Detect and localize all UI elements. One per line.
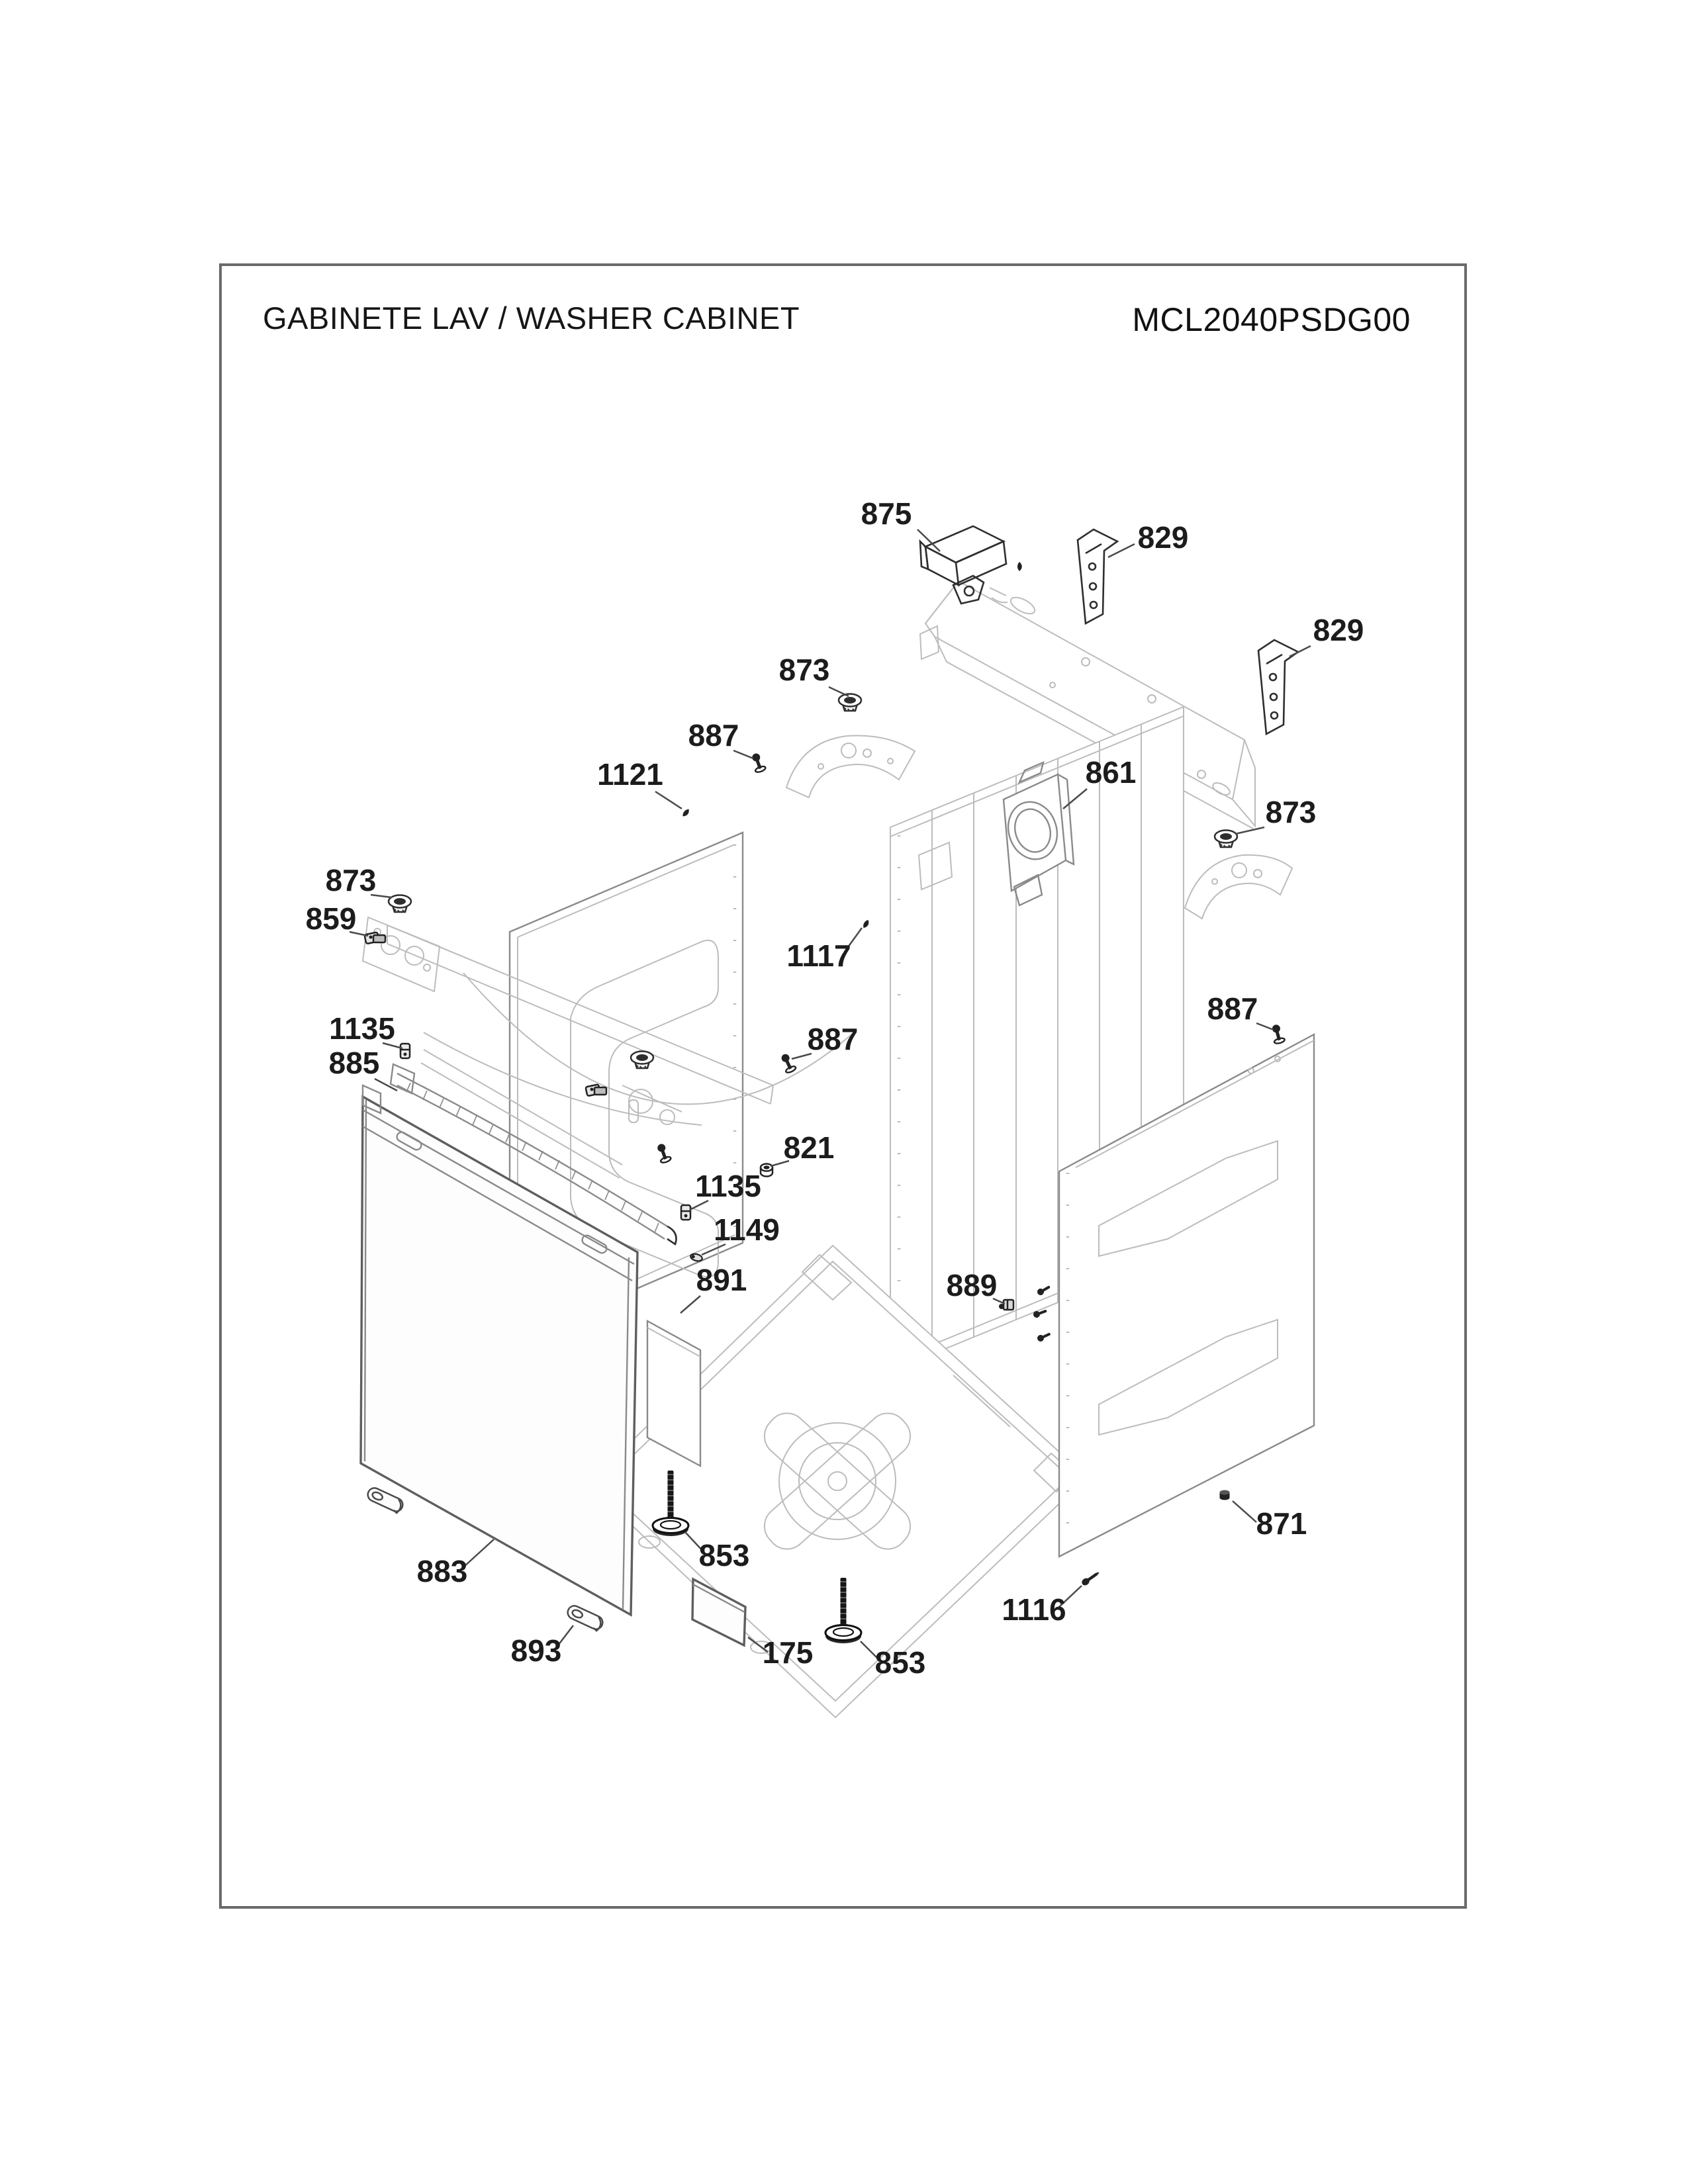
grommet-glyph (387, 894, 412, 913)
grommet-glyph (837, 693, 863, 712)
leader-line-885 (374, 1077, 398, 1092)
callout-layer: 875 829 873 829 887 1121 861 873 1117 873 859 887 11… (306, 496, 1364, 1680)
front-panel (359, 1084, 639, 1617)
leader-line-873 (828, 686, 849, 698)
dot-glyph (1017, 562, 1022, 571)
clip-glyph (680, 1204, 692, 1221)
screw-glyph (778, 1051, 798, 1075)
corner-brace-left (785, 735, 916, 799)
leader-line-821 (770, 1160, 790, 1167)
screwS-glyph (1036, 1330, 1052, 1343)
screw-glyph (749, 751, 767, 774)
leader-line-1117 (843, 927, 863, 952)
part-callout-893: 893 (511, 1633, 562, 1668)
leader-line-1121 (655, 790, 682, 810)
clip859-glyph (363, 931, 387, 945)
page-border (219, 263, 1467, 1909)
part-callout-887: 887 (1207, 991, 1258, 1026)
screw-glyph (1269, 1023, 1286, 1046)
part-callout-873: 873 (1266, 795, 1317, 829)
bracket-829-left (1076, 528, 1119, 625)
leader-line-1135 (382, 1042, 403, 1050)
part-callout-859: 859 (306, 901, 357, 936)
leader-line-891 (680, 1295, 701, 1314)
model-number: MCL2040PSDG00 (1132, 301, 1411, 338)
leader-line-859 (349, 931, 369, 937)
leader-line-893 (555, 1625, 574, 1649)
leader-line-829 (1107, 543, 1135, 559)
part-callout-1117: 1117 (786, 938, 851, 973)
part-callout-873: 873 (779, 653, 830, 687)
part-callout-871: 871 (1256, 1506, 1307, 1541)
part-callout-885: 885 (329, 1046, 380, 1080)
dot-glyph (861, 919, 870, 929)
dot-glyph (681, 807, 691, 818)
leader-line-873 (370, 893, 393, 899)
part-callout-883: 883 (417, 1554, 468, 1588)
part-callout-875: 875 (861, 496, 912, 531)
nut871-glyph (1219, 1490, 1230, 1500)
leader-line-853 (860, 1641, 881, 1662)
air-duct-861 (1002, 760, 1075, 907)
leader-line-1149 (701, 1243, 726, 1256)
leader-line-875 (917, 529, 941, 552)
part-callout-829: 829 (1138, 520, 1189, 555)
leader-line-873 (1235, 826, 1265, 835)
part-callout-175: 175 (763, 1635, 814, 1670)
part-callout-873: 873 (326, 863, 377, 897)
control-shield-875 (919, 525, 1008, 605)
part-callout-1121: 1121 (597, 757, 663, 792)
leader-line-175 (747, 1636, 769, 1653)
part-callout-1116: 1116 (1002, 1592, 1066, 1627)
screw1116-glyph (1080, 1569, 1102, 1587)
leader-line-853 (685, 1532, 705, 1553)
page-title: GABINETE LAV / WASHER CABINET (263, 300, 800, 336)
leader-line-887 (1256, 1022, 1274, 1031)
part-callout-821: 821 (784, 1130, 835, 1165)
part-callout-887: 887 (688, 718, 739, 752)
part-callout-853: 853 (875, 1645, 926, 1680)
corner-brace-right (1184, 854, 1293, 920)
leader-line-829 (1289, 645, 1311, 658)
part-callout-889: 889 (947, 1268, 998, 1302)
leader-line-887 (791, 1052, 812, 1060)
part-callout-891: 891 (696, 1263, 747, 1297)
bracket-829-right (1257, 639, 1300, 736)
part-callout-829: 829 (1313, 613, 1364, 647)
leader-line-1135 (689, 1199, 709, 1211)
pad-175 (691, 1577, 747, 1647)
leader-line-887 (733, 749, 754, 760)
leader-line-889 (992, 1297, 1006, 1305)
grommet-glyph (1213, 829, 1239, 848)
leader-line-1116 (1058, 1585, 1082, 1608)
leader-line-871 (1232, 1500, 1257, 1523)
leader-line-883 (463, 1539, 494, 1568)
trim-strip-885 (389, 1063, 677, 1246)
tab893-glyph (364, 1484, 406, 1516)
part-callout-887: 887 (808, 1022, 859, 1056)
right-side-panel (1058, 1032, 1315, 1558)
part-callout-861: 861 (1086, 755, 1137, 790)
clip-glyph (399, 1042, 411, 1060)
part-callout-1135: 1135 (695, 1169, 761, 1203)
part-callout-1149: 1149 (714, 1212, 780, 1247)
part-callout-853: 853 (699, 1538, 750, 1572)
part-callout-1135: 1135 (329, 1011, 395, 1046)
front-frame (361, 916, 855, 1179)
filler-panel-891 (646, 1319, 702, 1468)
leader-line-861 (1062, 788, 1088, 809)
